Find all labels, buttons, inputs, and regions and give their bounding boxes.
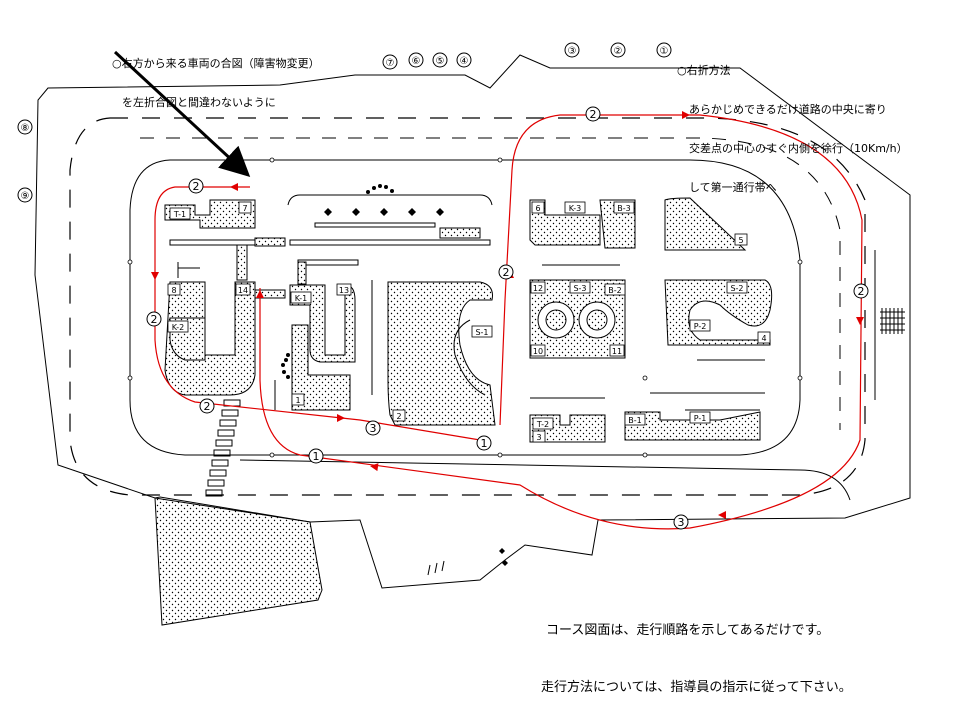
- note-top-right: ○右折方法 あらかじめできるだけ道路の中央に寄り 交差点の中心のすぐ内側を徐行（…: [677, 38, 908, 207]
- center-left-blocks: [274, 259, 373, 411]
- middle-right-blocks: [529, 264, 626, 359]
- edge-marker-circles: [17, 42, 672, 203]
- route-marker-2: 2: [151, 313, 158, 326]
- label-14: 14: [238, 286, 248, 295]
- route-marker-2: 2: [204, 400, 211, 413]
- label-t1: T-1: [173, 210, 186, 219]
- label-s1: S-1: [475, 328, 488, 337]
- label-k3: K-3: [569, 204, 581, 213]
- bottom-left-lot: [154, 497, 323, 626]
- label-5: 5: [738, 236, 743, 245]
- right-crosswalk: [874, 250, 905, 400]
- label-7: 7: [242, 204, 247, 213]
- inner-road-edge: [129, 159, 801, 456]
- footer-note: コース図面は、走行順路を示してあるだけです。 走行方法については、指導員の指示に…: [541, 583, 852, 716]
- note-top-left: ○右方から来る車両の合図（障害物変更） を左折合図と間違わないように: [112, 31, 320, 122]
- note-top-right-line-1: ○右折方法: [677, 64, 731, 77]
- edge-marker-3: ③: [568, 46, 577, 57]
- edge-marker-6: ⑥: [412, 56, 421, 67]
- note-top-right-line-3: 交差点の中心のすぐ内側を徐行（10Km/h）: [689, 142, 908, 155]
- label-s2: S-2: [730, 284, 743, 293]
- note-top-left-line-1: ○右方から来る車両の合図（障害物変更）: [112, 57, 320, 70]
- s1-block: [387, 281, 496, 426]
- label-b3: B-3: [617, 204, 630, 213]
- route-marker-2: 2: [858, 285, 865, 298]
- label-k2: K-2: [172, 323, 184, 332]
- edge-marker-1: ①: [660, 46, 669, 57]
- edge-marker-9: ⑨: [21, 191, 30, 202]
- left-blocks: [164, 199, 286, 396]
- route-marker-2: 2: [193, 180, 200, 193]
- label-2: 2: [396, 412, 401, 421]
- label-b1: B-1: [628, 416, 641, 425]
- block-label-boxes: [167, 201, 771, 443]
- small-marks: [281, 353, 508, 566]
- route-marker-2: 2: [590, 108, 597, 121]
- note-top-left-line-2: を左折合図と間違わないように: [122, 96, 276, 109]
- route-marker-3: 3: [370, 422, 377, 435]
- outer-lane-dashes: [69, 117, 866, 496]
- label-t2: T-2: [536, 420, 549, 429]
- label-1: 1: [295, 396, 300, 405]
- label-6: 6: [535, 204, 540, 213]
- label-p2: P-2: [694, 322, 707, 331]
- label-8: 8: [171, 286, 176, 295]
- left-crosswalk: [205, 399, 241, 497]
- label-12: 12: [533, 284, 543, 293]
- route-marker-circles: [146, 106, 869, 530]
- edge-marker-4: ④: [460, 56, 469, 67]
- route-marker-1: 1: [313, 450, 320, 463]
- label-s3: S-3: [573, 284, 586, 293]
- route-marker-1: 1: [481, 437, 488, 450]
- footer-line-1: コース図面は、走行順路を示してあるだけです。: [546, 623, 830, 638]
- label-p1: P-1: [694, 414, 707, 423]
- edge-marker-5: ⑤: [436, 56, 445, 67]
- label-3: 3: [536, 433, 541, 442]
- node-dots: [127, 157, 803, 458]
- note-top-right-line-2: あらかじめできるだけ道路の中央に寄り: [689, 103, 887, 116]
- edge-marker-7: ⑦: [386, 58, 395, 69]
- pointer-arrow: [113, 50, 251, 178]
- label-13: 13: [339, 286, 349, 295]
- route-marker-3: 3: [678, 516, 685, 529]
- label-b2: B-2: [608, 286, 621, 295]
- s2-block: [664, 279, 773, 346]
- label-10: 10: [533, 347, 543, 356]
- mid-lane-dashes: [140, 137, 841, 430]
- label-11: 11: [612, 347, 622, 356]
- top-building: [287, 184, 493, 246]
- route-marker-2: 2: [503, 266, 510, 279]
- edge-marker-2: ②: [614, 46, 623, 57]
- label-k1: K-1: [295, 294, 307, 303]
- note-top-right-line-4: して第一通行帯へ: [689, 181, 777, 194]
- label-4: 4: [761, 334, 766, 343]
- course-map: ① ② ③ ④ ⑤ ⑥ ⑦ ⑧ ⑨ 2 2 2 3 1 1 2 2 2 3: [17, 42, 911, 626]
- bottom-right-blocks: [529, 359, 765, 443]
- top-right-blocks: [529, 197, 747, 251]
- lower-road-edge: [239, 459, 851, 501]
- parking-ticks: [427, 560, 445, 576]
- edge-marker-8: ⑧: [21, 123, 30, 134]
